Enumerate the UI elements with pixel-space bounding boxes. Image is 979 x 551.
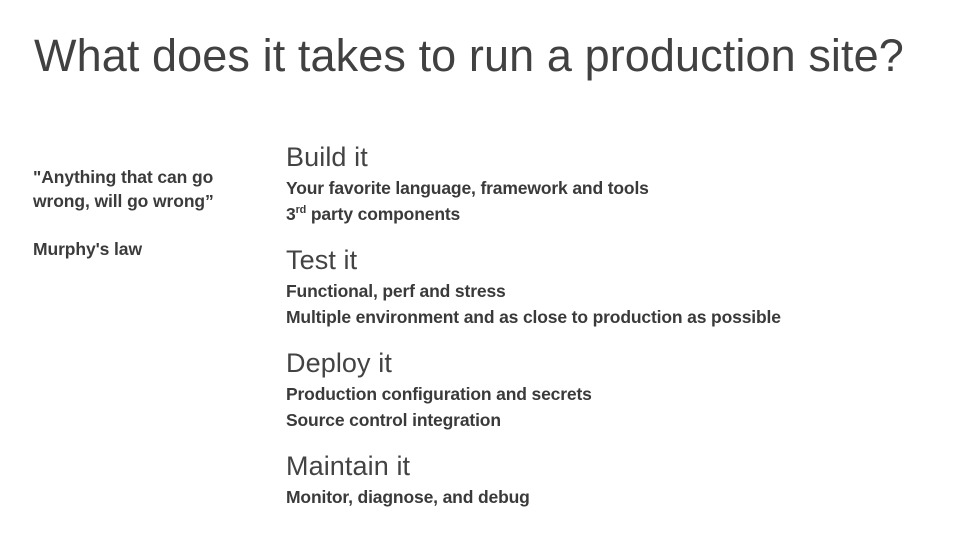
line-text-tail: party components: [306, 204, 461, 224]
section-build-it: Build it Your favorite language, framewo…: [286, 140, 946, 227]
section-line: Source control integration: [286, 407, 946, 433]
ordinal-suffix: rd: [295, 204, 307, 217]
section-line: 3rd party components: [286, 201, 946, 227]
line-text: Source control integration: [286, 410, 501, 430]
section-heading: Test it: [286, 245, 358, 275]
quote-block: "Anything that can go wrong, will go wro…: [33, 166, 249, 262]
section-heading: Deploy it: [286, 348, 392, 378]
section-maintain-it: Maintain it Monitor, diagnose, and debug: [286, 449, 946, 510]
line-text: Monitor, diagnose, and debug: [286, 487, 530, 507]
line-text: 3: [286, 204, 296, 224]
section-line: Monitor, diagnose, and debug: [286, 484, 946, 510]
line-text: Production configuration and secrets: [286, 384, 592, 404]
quote-text: "Anything that can go wrong, will go wro…: [33, 167, 214, 211]
section-deploy-it: Deploy it Production configuration and s…: [286, 346, 946, 433]
line-text: Functional, perf and stress: [286, 281, 506, 301]
section-line: Functional, perf and stress: [286, 278, 946, 304]
section-line: Multiple environment and as close to pro…: [286, 304, 946, 330]
section-heading: Build it: [286, 142, 368, 172]
section-test-it: Test it Functional, perf and stress Mult…: [286, 243, 946, 330]
section-line: Production configuration and secrets: [286, 381, 946, 407]
page-title: What does it takes to run a production s…: [34, 30, 904, 81]
section-heading: Maintain it: [286, 451, 411, 481]
content-column: Build it Your favorite language, framewo…: [286, 140, 946, 510]
section-line: Your favorite language, framework and to…: [286, 175, 946, 201]
line-text: Multiple environment and as close to pro…: [286, 307, 781, 327]
line-text: Your favorite language, framework and to…: [286, 178, 649, 198]
quote-attribution: Murphy's law: [33, 239, 142, 259]
